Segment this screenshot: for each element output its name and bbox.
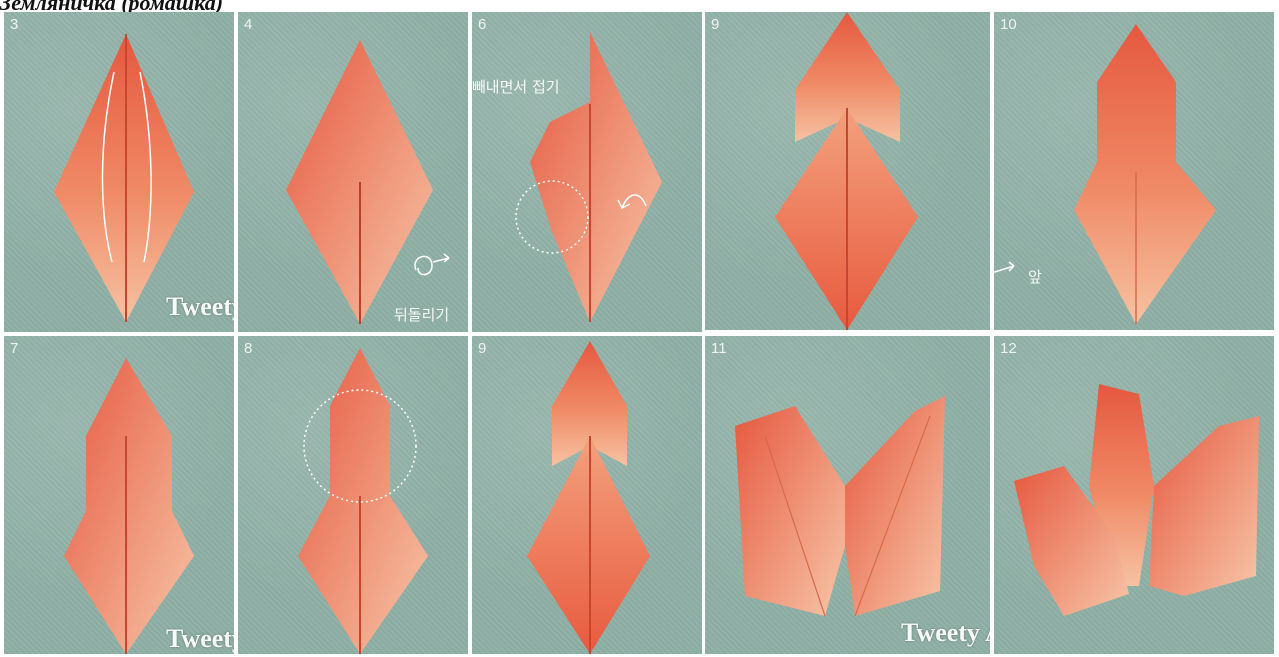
step-panel-9b: 9 bbox=[472, 336, 702, 654]
step-panel-11: 11 Tweety Atelier bbox=[705, 336, 990, 654]
step-panel-4: 4 뒤돌리기 bbox=[238, 12, 468, 332]
step-panel-10: 10 앞 bbox=[994, 12, 1274, 330]
flip-over-icon bbox=[415, 254, 449, 275]
step-panel-7: 7 TweetyAtelier bbox=[4, 336, 234, 654]
folded-paper-kite bbox=[472, 12, 702, 332]
watermark: TweetyAtelier bbox=[166, 624, 234, 654]
step-panel-3: 3 TweetyAtelier bbox=[4, 12, 234, 332]
folded-paper-kite bbox=[472, 336, 702, 654]
step-panel-8: 8 bbox=[238, 336, 468, 654]
step-note: 앞 bbox=[1028, 266, 1042, 287]
folded-paper-flower bbox=[994, 336, 1274, 654]
step-panel-9: 9 bbox=[705, 12, 990, 330]
folded-paper-kite bbox=[4, 12, 234, 332]
step-panel-6: 6 빼내면서 접기 bbox=[472, 12, 702, 332]
folded-paper-kite bbox=[238, 12, 468, 332]
folded-paper-kite bbox=[705, 12, 990, 330]
step-panel-12: 12 bbox=[994, 336, 1274, 654]
folded-paper-kite bbox=[238, 336, 468, 654]
folded-paper-kite bbox=[4, 336, 234, 654]
watermark: Tweety Atelier bbox=[901, 618, 990, 648]
flip-over-icon bbox=[994, 262, 1014, 282]
folded-paper-leaves bbox=[705, 336, 990, 654]
watermark: TweetyAtelier bbox=[166, 292, 234, 322]
step-note: 뒤돌리기 bbox=[394, 304, 449, 325]
page-title: Земляничка (ромашка) bbox=[0, 0, 420, 12]
